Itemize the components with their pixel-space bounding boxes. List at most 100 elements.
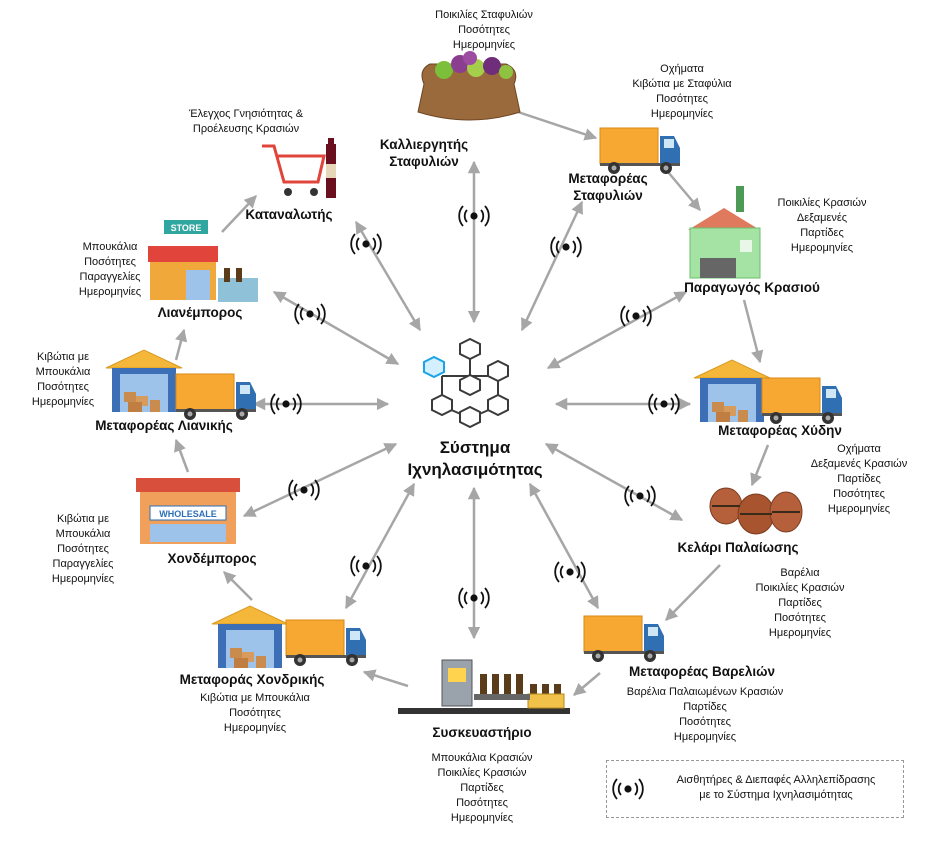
bulk-transport-info: Οχήματα Δεξαμενές Κρασιών Παρτίδες Ποσότ… — [796, 442, 922, 517]
warehouse-icon — [693, 359, 771, 423]
barrel-transport-info: Βαρέλια Παλαιωμένων Κρασιών Παρτίδες Ποσ… — [620, 685, 790, 745]
info-line: Έλεγχος Γνησιότητας & — [188, 108, 304, 120]
sensor-wave-icon — [620, 305, 652, 327]
info-line: Παρτίδες — [778, 597, 822, 609]
label-line: Σταφυλιών — [389, 154, 459, 169]
warehouse-icon — [105, 349, 183, 413]
sensor-wave-icon — [550, 236, 582, 258]
info-line: Ποσότητες — [456, 797, 508, 809]
label-line: Καλλιεργητής — [379, 137, 469, 152]
info-line: Ποσότητες — [458, 24, 510, 36]
retail-truck-icon — [175, 373, 257, 421]
info-line: Ποικιλίες Κρασιών — [437, 767, 527, 779]
info-line: Παρτίδες — [800, 227, 844, 239]
winery-info: Ποικιλίες Κρασιών Δεξαμενές Παρτίδες Ημε… — [752, 196, 892, 256]
info-line: Ποικιλίες Κρασιών — [755, 582, 845, 594]
info-line: Δεξαμενές — [796, 212, 848, 224]
info-line: Ημερομηνίες — [768, 627, 832, 639]
winery-label: Παραγωγός Κρασιού — [684, 280, 820, 295]
grower-label: Καλλιεργητής Σταφυλιών — [366, 136, 482, 170]
label-line: Σταφυλιών — [573, 188, 643, 203]
flow-arrows — [174, 110, 770, 696]
aging-cellar-info: Βαρέλια Ποικιλίες Κρασιών Παρτίδες Ποσότ… — [738, 566, 862, 641]
warehouse-icon — [211, 605, 289, 669]
retailer-info: Μπουκάλια Ποσότητες Παραγγελίες Ημερομην… — [68, 240, 152, 300]
packager-label: Συσκευαστήριο — [432, 725, 532, 740]
winery-icon — [688, 186, 761, 279]
system-links — [242, 160, 692, 640]
info-line: Κιβώτια με — [37, 351, 89, 363]
barrel-transport-label: Μεταφορέας Βαρελιών — [629, 664, 775, 679]
info-line: Προέλευσης Κρασιών — [192, 123, 300, 135]
system-title: Σύστημα Ιχνηλασιμότητας — [390, 437, 560, 481]
consumers-label: Καταναλωτής — [245, 207, 333, 222]
bulk-truck-icon — [761, 377, 843, 425]
info-line: Παρτίδες — [837, 473, 881, 485]
blockchain-icon — [423, 337, 509, 429]
legend-line2: με το Σύστημα Ιχνηλασιμότητας — [699, 789, 853, 801]
info-line: Ποικιλίες Σταφυλιών — [435, 9, 533, 21]
barrels-icon — [709, 487, 803, 535]
grape-transport-label: Μεταφορέας Σταφυλιών — [556, 170, 660, 204]
system-title-line2: Ιχνηλασιμότητας — [407, 460, 543, 479]
legend: Αισθητήρες & Διεπαφές Αλληλεπίδρασης με … — [606, 760, 904, 818]
sensor-wave-icon — [554, 561, 586, 583]
info-line: Ποσότητες — [656, 93, 708, 105]
info-line: Ποσότητες — [229, 707, 281, 719]
info-line: Ποσότητες — [37, 381, 89, 393]
info-line: Μπουκάλια — [35, 366, 91, 378]
info-line: Ημερομηνίες — [31, 396, 95, 408]
info-line: Κιβώτια με Μπουκάλια — [200, 692, 310, 704]
info-line: Οχήματα — [837, 443, 881, 455]
info-line: Ημερομηνίες — [673, 731, 737, 743]
info-line: Ποσότητες — [679, 716, 731, 728]
info-line: Ημερομηνίες — [450, 812, 514, 824]
info-line: Μπουκάλια Κρασιών — [431, 752, 533, 764]
info-line: Κιβώτια με Σταφύλια — [632, 78, 732, 90]
info-line: Ημερομηνίες — [452, 39, 516, 51]
info-line: Βαρέλια — [780, 567, 820, 579]
info-line: Οχήματα — [660, 63, 704, 75]
wholesaler-info: Κιβώτια με Μπουκάλια Ποσότητες Παραγγελί… — [38, 512, 128, 587]
info-line: Μπουκάλια — [55, 528, 111, 540]
wholesale-transport-label: Μεταφοράς Χονδρικής — [179, 672, 325, 687]
wholesale-store-icon: WHOLESALE — [136, 478, 240, 544]
grape-transport-info: Οχήματα Κιβώτια με Σταφύλια Ποσότητες Ημ… — [612, 62, 752, 122]
packager-info: Μπουκάλια Κρασιών Ποικιλίες Κρασιών Παρτ… — [420, 751, 544, 826]
legend-line1: Αισθητήρες & Διεπαφές Αλληλεπίδρασης — [676, 774, 876, 786]
info-line: Μπουκάλια — [82, 241, 138, 253]
bottling-line-icon — [398, 659, 570, 714]
info-line: Ημερομηνίες — [827, 503, 891, 515]
info-line: Ημερομηνίες — [78, 286, 142, 298]
label-line: Μεταφορέας — [568, 171, 648, 186]
retailer-label: Λιανέμπορος — [157, 305, 243, 320]
barrel-truck-icon — [583, 615, 665, 663]
info-line: Ποσότητες — [84, 256, 136, 268]
store-sign-text: STORE — [171, 223, 202, 233]
info-line: Ημερομηνίες — [790, 242, 854, 254]
info-line: Ημερομηνίες — [650, 108, 714, 120]
grape-truck-icon — [599, 127, 681, 175]
consumers-info: Έλεγχος Γνησιότητας & Προέλευσης Κρασιών — [166, 107, 326, 137]
wholesaler-label: Χονδέμπορος — [167, 551, 257, 566]
wholesale-transport-info: Κιβώτια με Μπουκάλια Ποσότητες Ημερομηνί… — [186, 691, 324, 736]
info-line: Παραγγελίες — [79, 271, 141, 283]
info-line: Ποικιλίες Κρασιών — [777, 197, 867, 209]
info-line: Ημερομηνίες — [51, 573, 115, 585]
info-line: Βαρέλια Παλαιωμένων Κρασιών — [626, 686, 784, 698]
info-line: Ημερομηνίες — [223, 722, 287, 734]
system-title-line1: Σύστημα — [439, 438, 511, 457]
legend-text: Αισθητήρες & Διεπαφές Αλληλεπίδρασης με … — [655, 773, 897, 803]
info-line: Παρτίδες — [460, 782, 504, 794]
wholesale-truck-icon — [285, 619, 367, 667]
grape-sack-icon — [417, 51, 521, 121]
retail-transport-info: Κιβώτια με Μπουκάλια Ποσότητες Ημερομηνί… — [18, 350, 108, 410]
info-line: Παρτίδες — [683, 701, 727, 713]
info-line: Κιβώτια με — [57, 513, 109, 525]
info-line: Ποσότητες — [833, 488, 885, 500]
retail-store-icon: STORE — [148, 220, 258, 302]
retail-transport-label: Μεταφορέας Λιανικής — [95, 418, 233, 433]
shopping-cart-icon — [262, 138, 336, 198]
